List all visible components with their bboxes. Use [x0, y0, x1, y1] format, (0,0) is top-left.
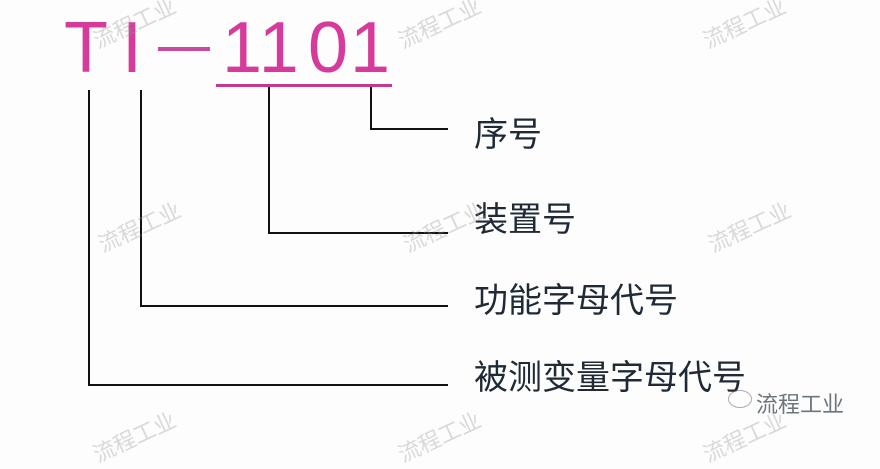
tag-sequence-number: 01 — [308, 8, 393, 88]
number-underline — [216, 84, 392, 87]
sequence-connector-vertical — [370, 87, 372, 130]
function-connector-horizontal — [140, 305, 448, 307]
watermark: 流程工业 — [394, 0, 486, 55]
variable-connector-vertical — [88, 90, 90, 386]
watermark: 流程工业 — [704, 198, 796, 259]
label-sequence: 序号 — [474, 115, 542, 155]
tag-device-number: 11 — [222, 8, 301, 88]
label-variable: 被测变量字母代号 — [474, 358, 746, 398]
device-connector-horizontal — [268, 232, 448, 234]
tag-letter-t: T — [64, 8, 110, 88]
sequence-connector-horizontal — [370, 128, 448, 130]
variable-connector-horizontal — [88, 384, 448, 386]
brand-watermark: 流程工业 — [756, 393, 845, 418]
label-function: 功能字母代号 — [474, 281, 678, 321]
tag-letter-i: I — [122, 8, 145, 88]
watermark: 流程工业 — [94, 198, 186, 259]
tag-dash — [158, 47, 210, 51]
label-device: 装置号 — [474, 200, 576, 240]
watermark: 流程工业 — [394, 408, 486, 469]
watermark: 流程工业 — [89, 408, 181, 469]
watermark: 流程工业 — [699, 0, 791, 55]
function-connector-vertical — [140, 90, 142, 307]
wechat-logo-icon — [728, 390, 752, 408]
device-connector-vertical — [268, 87, 270, 234]
